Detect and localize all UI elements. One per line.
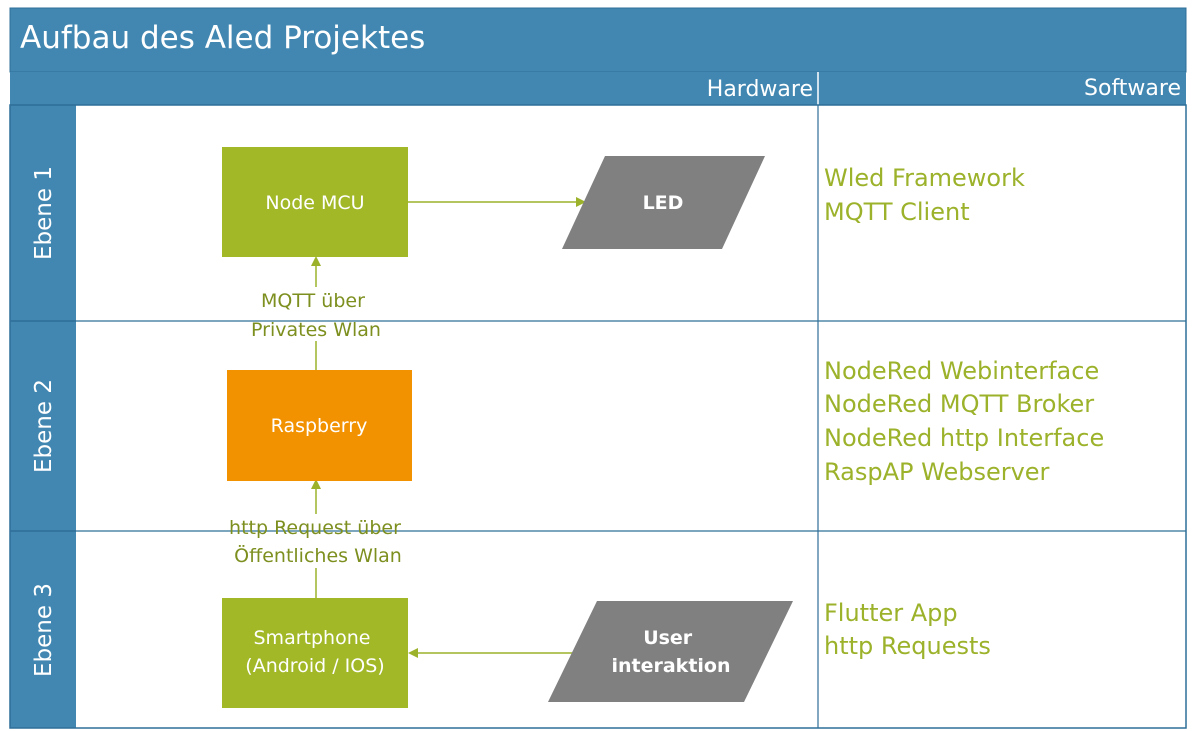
node-raspberry-box (227, 370, 412, 481)
node-user-label: User interaktion (611, 627, 730, 677)
edge-mqtt-label-line-2: Privates Wlan (251, 319, 381, 341)
node-user-shape (548, 601, 793, 702)
column-header-bar (10, 72, 1186, 105)
lane-header-2 (10, 321, 76, 531)
node-smartphone-label: Smartphone (Android / IOS) (245, 627, 384, 677)
lane-header-1 (10, 105, 76, 321)
node-mcu-box (222, 147, 408, 257)
node-smartphone-label-line-2: (Android / IOS) (245, 655, 384, 677)
software-lane-3: Flutter App http Requests (824, 599, 991, 660)
column-header-software: Software (1084, 76, 1181, 101)
node-led: LED (562, 156, 765, 249)
lane-label-2: Ebene 2 (31, 379, 57, 473)
software-item: MQTT Client (824, 198, 970, 226)
software-item: NodeRed http Interface (824, 424, 1104, 452)
column-header-hardware: Hardware (707, 77, 813, 102)
software-item: NodeRed MQTT Broker (824, 390, 1094, 418)
edge-mqtt-label-line-1: MQTT über (261, 290, 365, 312)
node-mcu-label: Node MCU (265, 192, 364, 214)
title-bar (9, 7, 1187, 73)
software-item: RaspAP Webserver (824, 458, 1050, 486)
edge-http-label-line-1: http Request über (229, 517, 401, 539)
node-smartphone-box (222, 598, 408, 708)
software-item: Wled Framework (824, 164, 1025, 192)
lane-label-3: Ebene 3 (31, 583, 57, 677)
edge-mqtt-label: MQTT über Privates Wlan (251, 290, 381, 341)
node-led-label: LED (643, 192, 684, 214)
node-raspberry: Raspberry (227, 370, 412, 481)
node-led-shape (562, 156, 765, 249)
software-item: Flutter App (824, 599, 958, 627)
node-user: User interaktion (548, 601, 793, 702)
diagram-title: Aufbau des Aled Projektes (20, 20, 425, 56)
node-smartphone: Smartphone (Android / IOS) (222, 598, 408, 708)
node-raspberry-label: Raspberry (271, 415, 368, 437)
node-mcu: Node MCU (222, 147, 408, 257)
node-user-label-line-1: User (643, 627, 693, 649)
node-user-label-line-2: interaktion (611, 655, 730, 677)
software-lane-1: Wled Framework MQTT Client (824, 164, 1033, 226)
lane-label-1: Ebene 1 (31, 166, 57, 260)
node-smartphone-label-line-1: Smartphone (254, 627, 371, 649)
edge-http-label-line-2: Öffentliches Wlan (234, 544, 402, 567)
edge-http-label: http Request über Öffentliches Wlan (229, 517, 407, 567)
software-item: NodeRed Webinterface (824, 357, 1099, 385)
software-lane-2: NodeRed Webinterface NodeRed MQTT Broker… (824, 357, 1112, 486)
software-item: http Requests (824, 632, 991, 660)
grid-outline (9, 104, 1187, 729)
lane-header-3 (10, 531, 76, 728)
